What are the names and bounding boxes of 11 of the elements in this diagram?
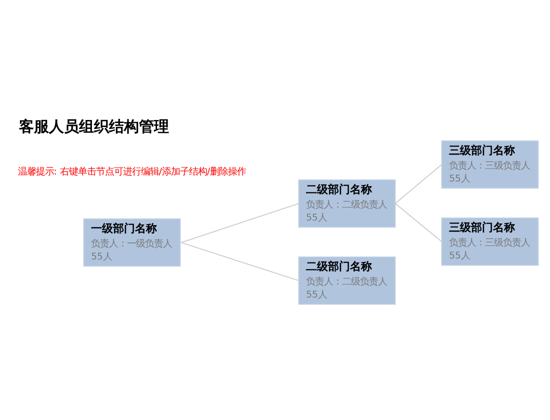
node-box: 三级部门名称 负责人：三级负责人 55人 bbox=[441, 140, 539, 188]
connector bbox=[394, 164, 442, 204]
connector bbox=[180, 242, 300, 281]
node-box: 三级部门名称 负责人：三级负责人 55人 bbox=[441, 216, 539, 266]
diagram-title: 客服人员组织结构管理 bbox=[19, 116, 170, 135]
connector bbox=[394, 202, 442, 242]
node-box: 二级部门名称 负责人：二级负责人 55人 bbox=[298, 256, 396, 304]
connector bbox=[180, 202, 300, 242]
label: 温馨提示: 右键单击节点可进行编辑/添加子结构/删除操作 bbox=[18, 166, 246, 177]
node-box: 一级部门名称 负责人：一级负责人 55人 bbox=[83, 218, 181, 266]
node-box: 二级部门名称 负责人：二级负责人 55人 bbox=[298, 178, 396, 228]
